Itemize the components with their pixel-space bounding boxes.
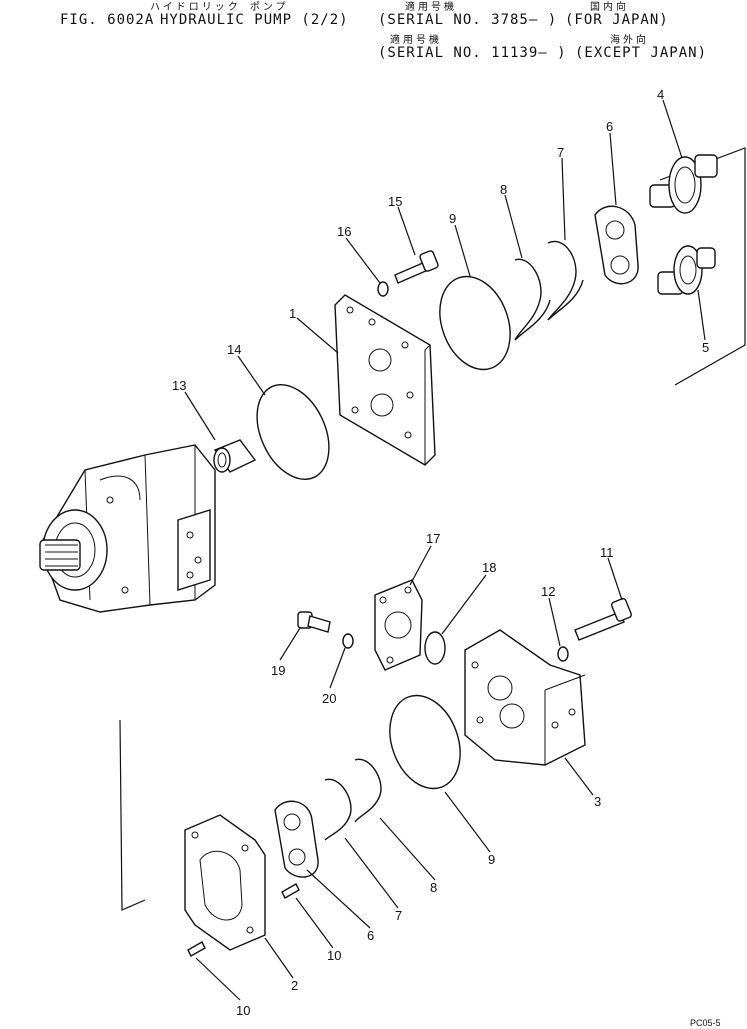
bolt-part-15 xyxy=(394,250,439,284)
o-ring-part-18 xyxy=(424,631,446,665)
callout-labels: 1 2 3 4 5 6 7 8 9 10 11 12 13 14 15 16 1… xyxy=(172,87,709,1018)
dowel-pin-part-10-a xyxy=(281,883,300,899)
washer-part-16 xyxy=(377,281,389,297)
callout-14: 14 xyxy=(227,342,241,357)
figure-title: HYDRAULIC PUMP (2/2) xyxy=(160,12,349,28)
callout-13: 13 xyxy=(172,378,186,393)
callout-7-lower: 7 xyxy=(395,908,402,923)
driven-gear-part-5 xyxy=(657,245,716,295)
bearing-plate-part-6-lower xyxy=(274,800,319,878)
region-kana-1: 国内向 xyxy=(590,0,629,13)
callout-16: 16 xyxy=(337,224,351,239)
bolt-part-11 xyxy=(574,597,632,641)
o-ring-part-9-upper xyxy=(439,275,511,371)
callout-17: 17 xyxy=(426,531,440,546)
serial-range-2: (SERIAL NO. 11139– ) xyxy=(378,45,567,61)
callout-1: 1 xyxy=(289,306,296,321)
callout-6-lower: 6 xyxy=(367,928,374,943)
seal-part-7-lower xyxy=(324,778,352,841)
rear-group-bracket xyxy=(119,719,146,911)
gear-housing-part-3 xyxy=(464,629,586,766)
title-kana: ハイドロリック ポンプ xyxy=(150,1,289,13)
figure-number: FIG. 6002A xyxy=(60,12,154,28)
callout-5: 5 xyxy=(702,340,709,355)
callout-2: 2 xyxy=(291,978,298,993)
callout-6: 6 xyxy=(606,119,613,134)
drawing-code: PC05-5 xyxy=(690,1018,721,1028)
bushing-part-13 xyxy=(213,439,257,473)
callout-4: 4 xyxy=(657,87,664,102)
callout-7: 7 xyxy=(557,145,564,160)
callout-9: 9 xyxy=(449,211,456,226)
serial-range-1: (SERIAL NO. 3785– ) xyxy=(378,12,557,28)
plate-part-1 xyxy=(334,294,436,466)
region-2: (EXCEPT JAPAN) xyxy=(575,45,707,61)
seal-part-8-lower xyxy=(354,758,382,823)
callout-8: 8 xyxy=(500,182,507,197)
bearing-plate-part-6-upper xyxy=(594,205,639,285)
seal-part-8-upper xyxy=(514,258,551,341)
drive-gear-part-4 xyxy=(649,154,718,214)
bolt-part-19 xyxy=(297,611,331,633)
dowel-pin-part-10-b xyxy=(187,941,206,957)
applicability-kana-1: 適用号機 xyxy=(405,0,457,13)
leader-lines xyxy=(184,99,706,1001)
callout-19: 19 xyxy=(271,663,285,678)
callout-15: 15 xyxy=(388,194,402,209)
end-cover-part-2 xyxy=(184,814,266,951)
seal-part-7-upper xyxy=(547,240,584,321)
callout-12: 12 xyxy=(541,584,555,599)
region-kana-2: 海外向 xyxy=(610,33,649,46)
callout-11: 11 xyxy=(600,545,614,560)
o-ring-part-14 xyxy=(256,384,330,480)
callout-8-lower: 8 xyxy=(430,880,437,895)
callout-3: 3 xyxy=(594,794,601,809)
plate-part-17 xyxy=(374,579,423,671)
callout-20: 20 xyxy=(322,691,336,706)
applicability-kana-2: 適用号機 xyxy=(390,33,442,46)
pump-body-assembly xyxy=(39,444,216,613)
callout-9-lower: 9 xyxy=(488,852,495,867)
o-ring-part-9-lower xyxy=(389,694,461,790)
callout-10-lower: 10 xyxy=(236,1003,250,1018)
washer-part-20 xyxy=(342,633,354,649)
washer-part-12 xyxy=(557,646,569,662)
callout-18: 18 xyxy=(482,560,496,575)
callout-10: 10 xyxy=(327,948,341,963)
region-1: (FOR JAPAN) xyxy=(565,12,669,28)
